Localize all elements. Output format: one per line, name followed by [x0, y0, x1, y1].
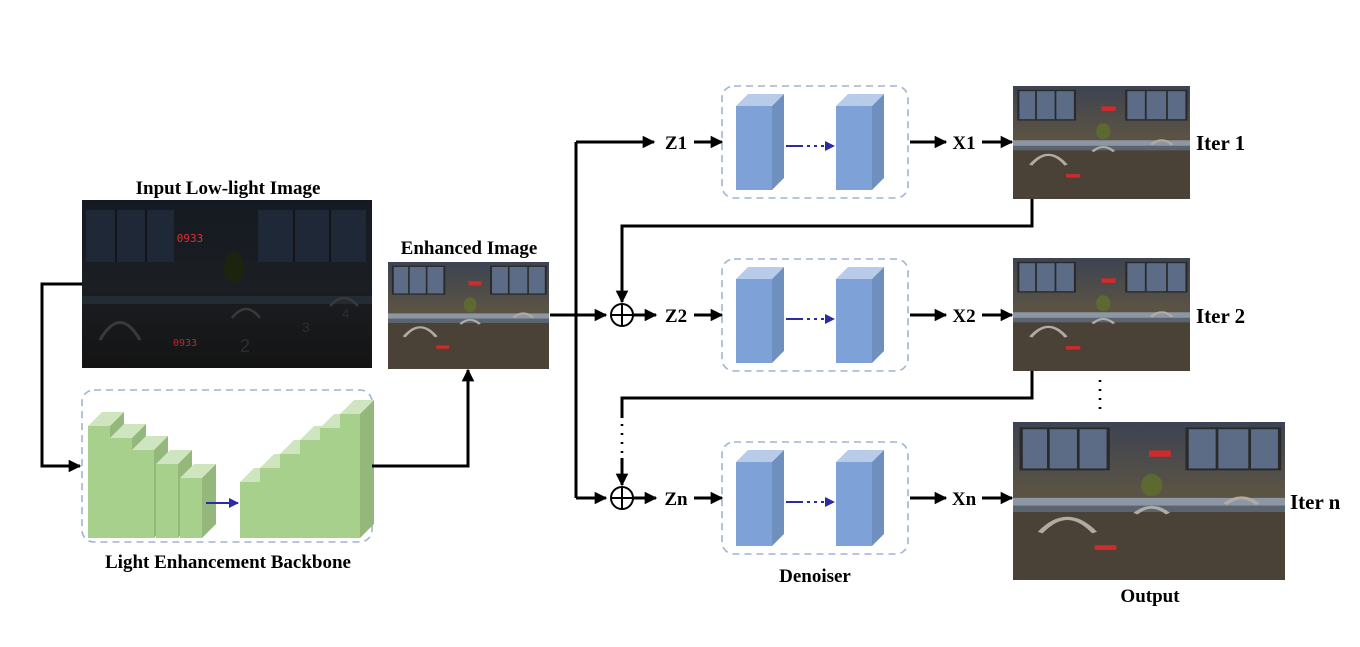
iter-2-image	[1011, 256, 1192, 373]
lane-number-4: 4	[342, 306, 349, 321]
lane-number-3: 3	[302, 319, 310, 335]
iter2-feedback-line	[620, 371, 1034, 418]
x1-label: X1	[952, 133, 975, 154]
denoiser-decoder-block	[860, 450, 884, 546]
output-image	[1013, 422, 1285, 580]
denoiser-module-2	[721, 258, 909, 372]
denoiser-encoder-block	[760, 267, 784, 363]
input-to-backbone-arrow	[40, 282, 82, 473]
input-low-light-image: 0933 2 3 4 0933	[82, 200, 372, 368]
denoiser-module-3	[721, 441, 909, 555]
backbone-encoder-block	[180, 464, 216, 538]
light-enhancement-backbone	[88, 400, 374, 538]
input-image-label: Input Low-light Image	[136, 178, 321, 199]
sum-node-n	[610, 486, 634, 510]
x2-label: X2	[952, 306, 975, 327]
iter-1-label: Iter 1	[1196, 131, 1245, 155]
denoiser-encoder-block	[760, 450, 784, 546]
sum-node-2	[610, 303, 634, 327]
zn-label: Zn	[664, 489, 688, 510]
wiring	[40, 135, 656, 505]
z1-label: Z1	[665, 133, 687, 154]
denoiser-decoder-block	[860, 94, 884, 190]
backbone-decoder-block	[340, 400, 374, 538]
denoiser-encoder-block	[760, 94, 784, 190]
enhanced-image	[386, 260, 551, 371]
denoiser-decoder-block	[860, 267, 884, 363]
denoiser-stack	[721, 85, 909, 555]
iter1-feedback-arrow	[615, 199, 1034, 304]
backbone-label: Light Enhancement Backbone	[105, 552, 351, 573]
iter-n-label: Iter n	[1290, 490, 1341, 514]
denoiser-label: Denoiser	[779, 566, 851, 587]
clock-display-bottom: 0933	[173, 338, 197, 349]
clock-display-top: 0933	[177, 232, 204, 245]
iter-2-label: Iter 2	[1196, 304, 1245, 328]
lane-number-2: 2	[240, 336, 250, 356]
iter-1-image	[1011, 84, 1192, 201]
backbone-to-enhanced-arrow	[372, 368, 475, 468]
xn-label: Xn	[952, 489, 977, 510]
z2-label: Z2	[665, 306, 687, 327]
denoiser-module-1	[721, 85, 909, 199]
output-label: Output	[1120, 586, 1180, 607]
enhanced-image-label: Enhanced Image	[401, 238, 538, 259]
